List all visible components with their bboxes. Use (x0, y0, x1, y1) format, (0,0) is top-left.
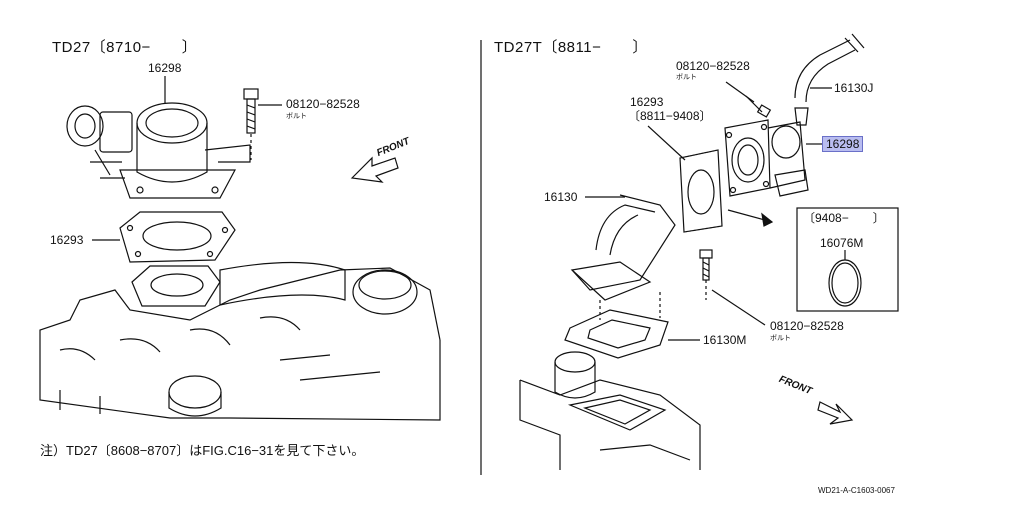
right-intake-pipe (570, 194, 676, 301)
right-label-pipe-gasket[interactable]: 16130M (703, 333, 747, 347)
left-throttle-body (66, 102, 251, 199)
right-front-arrow (817, 401, 854, 425)
left-panel-title: TD27〔8710− 〕 (52, 39, 198, 56)
right-bolt-bottom (699, 249, 766, 326)
left-front-arrow (350, 156, 399, 183)
right-label-bolt-top-kana: ボルト (676, 74, 697, 81)
detail-box (796, 207, 899, 312)
left-label-bolt-kana: ボルト (286, 113, 307, 120)
right-label-throttle-body-highlight[interactable]: 16298 (822, 136, 864, 152)
right-pipe-gasket (564, 292, 700, 359)
right-label-bolt-bottom-kana: ボルト (770, 335, 791, 342)
right-bolt-top (725, 81, 772, 118)
right-hose (794, 33, 865, 126)
right-label-oring[interactable]: 16076M (820, 236, 864, 250)
left-bolt (243, 88, 282, 160)
right-label-bolt-bottom[interactable]: 08120−82528 (770, 319, 844, 333)
left-engine-block (39, 261, 441, 421)
right-label-gasket[interactable]: 16293 (630, 95, 664, 109)
right-label-pipe[interactable]: 16130 (544, 190, 578, 204)
detail-arrow (727, 209, 774, 227)
right-engine-block (519, 351, 701, 470)
right-throttle-body (724, 119, 822, 197)
detail-range-label: 〔9408− 〕 (803, 211, 885, 225)
left-label-throttle-body[interactable]: 16298 (148, 61, 182, 75)
figure-code: WD21-A-C1603-0067 (818, 486, 895, 495)
left-gasket (92, 211, 236, 263)
footnote: 注）TD27〔8608−8707〕はFIG.C16−31を見て下さい。 (40, 443, 365, 458)
right-label-gasket-range: 〔8811−9408〕 (628, 109, 712, 123)
right-label-hose[interactable]: 16130J (834, 81, 874, 95)
right-panel-title: TD27T〔8811− 〕 (494, 39, 648, 56)
right-label-bolt-top[interactable]: 08120−82528 (676, 59, 750, 73)
left-label-gasket[interactable]: 16293 (50, 233, 84, 247)
right-gasket (647, 125, 723, 233)
left-label-bolt[interactable]: 08120−82528 (286, 97, 360, 111)
